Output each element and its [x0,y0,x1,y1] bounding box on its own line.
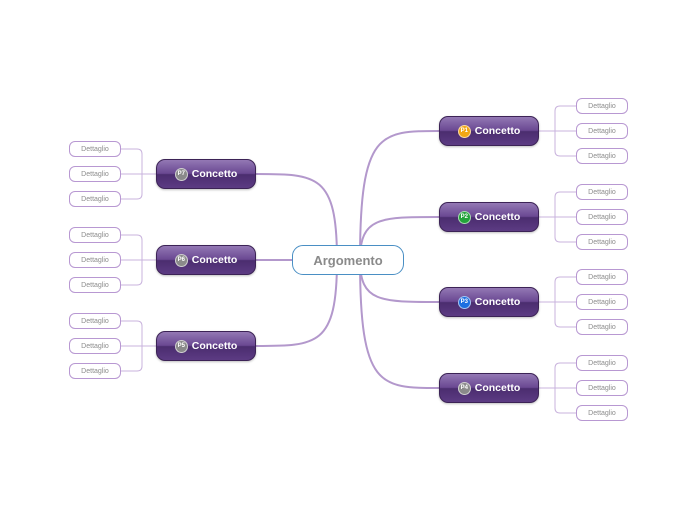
detail-label: Dettaglio [588,298,616,306]
detail-label: Dettaglio [81,367,109,375]
priority-badge-p6: P6 [174,253,188,267]
detail-node-p2-1[interactable]: Dettaglio [576,184,628,200]
detail-node-p6-2[interactable]: Dettaglio [69,252,121,268]
concept-label: Concetto [474,125,521,137]
detail-node-p6-1[interactable]: Dettaglio [69,227,121,243]
detail-label: Dettaglio [81,281,109,289]
detail-connector-p3-3 [554,302,576,328]
detail-connector-p4-1 [554,362,576,388]
priority-badge-p5: P5 [174,339,188,353]
detail-node-p1-2[interactable]: Dettaglio [576,123,628,139]
detail-node-p2-3[interactable]: Dettaglio [576,234,628,250]
concept-label: Concetto [191,168,238,180]
detail-connector-p6-1 [121,234,143,260]
detail-connector-p6-3 [121,260,143,286]
central-topic[interactable]: Argomento [292,245,404,275]
detail-node-p1-3[interactable]: Dettaglio [576,148,628,164]
detail-node-p3-3[interactable]: Dettaglio [576,319,628,335]
priority-badge-p3: P3 [457,295,471,309]
detail-label: Dettaglio [81,170,109,178]
detail-node-p7-2[interactable]: Dettaglio [69,166,121,182]
detail-node-p1-1[interactable]: Dettaglio [576,98,628,114]
detail-label: Dettaglio [81,317,109,325]
detail-connector-p5-1 [121,320,143,346]
detail-node-p7-1[interactable]: Dettaglio [69,141,121,157]
priority-badge-p4: P4 [457,381,471,395]
detail-label: Dettaglio [588,384,616,392]
priority-badge-p7: P7 [174,167,188,181]
central-topic-label: Argomento [313,252,383,268]
detail-node-p5-3[interactable]: Dettaglio [69,363,121,379]
detail-node-p4-1[interactable]: Dettaglio [576,355,628,371]
detail-connector-p7-1 [121,148,143,174]
detail-label: Dettaglio [81,195,109,203]
connector-p1 [359,130,440,261]
concept-label: Concetto [191,254,238,266]
detail-node-p3-1[interactable]: Dettaglio [576,269,628,285]
detail-connector-p5-3 [121,346,143,372]
detail-connector-p7-3 [121,174,143,200]
detail-node-p2-2[interactable]: Dettaglio [576,209,628,225]
detail-label: Dettaglio [588,213,616,221]
detail-label: Dettaglio [588,152,616,160]
priority-badge-p1: P1 [457,124,471,138]
detail-label: Dettaglio [81,342,109,350]
detail-label: Dettaglio [588,323,616,331]
detail-node-p7-3[interactable]: Dettaglio [69,191,121,207]
detail-connector-p2-3 [554,217,576,243]
detail-node-p5-2[interactable]: Dettaglio [69,338,121,354]
detail-node-p4-3[interactable]: Dettaglio [576,405,628,421]
detail-label: Dettaglio [588,102,616,110]
connector-p5 [255,259,338,347]
priority-badge-p2: P2 [457,210,471,224]
detail-connector-p1-3 [554,131,576,157]
detail-node-p6-3[interactable]: Dettaglio [69,277,121,293]
detail-label: Dettaglio [81,231,109,239]
detail-label: Dettaglio [81,256,109,264]
detail-label: Dettaglio [588,188,616,196]
detail-label: Dettaglio [588,127,616,135]
detail-node-p3-2[interactable]: Dettaglio [576,294,628,310]
detail-label: Dettaglio [81,145,109,153]
connector-p4 [359,259,440,389]
detail-label: Dettaglio [588,273,616,281]
concept-label: Concetto [474,211,521,223]
detail-connector-p3-1 [554,276,576,302]
connector-p7 [255,173,338,261]
detail-connector-p4-3 [554,388,576,414]
detail-label: Dettaglio [588,238,616,246]
detail-label: Dettaglio [588,359,616,367]
concept-label: Concetto [191,340,238,352]
detail-connector-p1-1 [554,105,576,131]
concept-label: Concetto [474,296,521,308]
detail-connector-p2-1 [554,191,576,217]
concept-label: Concetto [474,382,521,394]
detail-node-p4-2[interactable]: Dettaglio [576,380,628,396]
detail-node-p5-1[interactable]: Dettaglio [69,313,121,329]
detail-label: Dettaglio [588,409,616,417]
